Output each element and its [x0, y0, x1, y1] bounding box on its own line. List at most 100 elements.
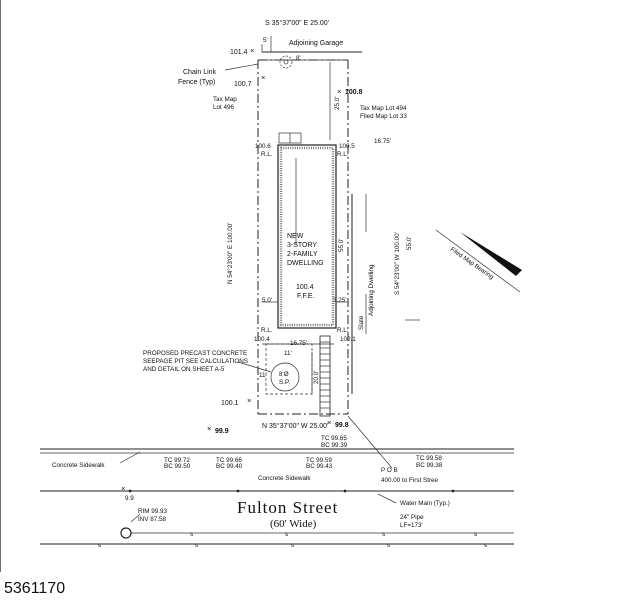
dwelling-line-4: DWELLING	[287, 260, 324, 267]
dim-55-right: 55.0'	[406, 237, 413, 250]
concrete-sidewalk-left: Concrete Sidewalk	[52, 462, 105, 469]
tc-1: TC 99.72	[164, 457, 190, 464]
street-name: Fulton Street	[237, 498, 338, 517]
elev-100-1-left: 100.1	[221, 400, 239, 407]
adjoining-garage-label: Adjoining Garage	[289, 40, 343, 47]
elev-99-8: 99.8	[335, 422, 349, 429]
svg-text:s: s	[474, 531, 477, 538]
pipe-line-1: 24" Pipe	[400, 514, 424, 521]
ffe-value: 100.4	[296, 284, 314, 291]
rear-stairs	[319, 335, 331, 417]
seepage-leader	[237, 361, 272, 373]
pob-distance: 400.00 to First Stree	[381, 477, 439, 484]
tax-map-right-2: Filed Map Lot 33	[360, 113, 407, 120]
spot-mark-icon: ×	[250, 46, 254, 55]
dim-11-b: 11'	[259, 372, 267, 379]
tax-map-left-1: Tax Map	[213, 96, 237, 103]
rl-br: R.L.	[337, 327, 349, 334]
slate-label: Slate	[358, 315, 365, 330]
spot-mark-icon: ×	[121, 484, 125, 493]
dim-5-0: 5.0'	[262, 297, 272, 304]
tree-icon	[279, 55, 293, 69]
dim-16-75-right: 16.75'	[374, 138, 391, 145]
spot-mark-icon: ×	[337, 87, 341, 96]
pit-line-1: 8'Ø	[279, 371, 289, 378]
elev-99-9: 99.9	[215, 428, 229, 435]
tc-4: TC 99.65	[321, 435, 347, 442]
svg-text:s: s	[285, 531, 288, 538]
elev-9-9: 9.9	[125, 495, 134, 502]
seepage-note-1: PROPOSED PRECAST CONCRETE	[143, 350, 247, 357]
dwelling-line-1: NEW	[287, 233, 304, 240]
svg-text:s: s	[190, 531, 193, 538]
tc-3: TC 99.59	[306, 457, 332, 464]
north-arrow-icon	[460, 232, 522, 276]
elev-100-8: 100.8	[345, 89, 363, 96]
dim-11-a: 11'	[284, 350, 292, 357]
bc-5: BC 99.38	[416, 462, 443, 469]
dim-5: 5'	[263, 37, 268, 44]
pob-leader	[347, 415, 393, 469]
bc-2: BC 99.40	[216, 463, 243, 470]
tc-5: TC 99.58	[416, 455, 442, 462]
pipe-line-2: LF=173'	[400, 522, 423, 529]
elev-100-1-right: 100.1	[340, 336, 356, 343]
svg-text:s: s	[291, 542, 294, 549]
tax-map-right-1: Tax Map Lot 494	[360, 105, 407, 112]
tc-2: TC 99.66	[216, 457, 242, 464]
dim-55: 55.0'	[338, 239, 345, 252]
dwelling-line-3: 2-FAMILY	[287, 251, 318, 258]
concrete-sidewalk-mid: Concrete Sidewalk	[258, 475, 311, 482]
fence-leader	[224, 63, 259, 71]
pob-label: P O B	[381, 467, 398, 474]
dim-25: 25.0'	[334, 97, 341, 110]
dim-20: 20.0'	[313, 371, 320, 384]
rl-bl: R.L.	[261, 327, 273, 334]
spot-mark-icon: ×	[261, 73, 265, 82]
bc-4: BC 99.39	[321, 442, 348, 449]
chain-link-2: Fence (Typ)	[178, 79, 215, 86]
svg-text:s: s	[387, 542, 390, 549]
elev-100-7: 100.7	[234, 81, 252, 88]
bearing-bottom: N 35°37'00" W 25.00'	[262, 422, 328, 430]
bearing-right: S 54°23'00" W 100.00'	[393, 232, 401, 295]
dwelling-line-2: 3-STORY	[287, 242, 317, 249]
rl-tl: R.L.	[261, 151, 273, 158]
manhole-icon	[120, 527, 132, 539]
bearing-arrow-line	[435, 229, 521, 293]
water-main-label: Water Main (Typ.)	[400, 500, 450, 507]
adjoining-dwelling-label: Adjoining Dwelling	[368, 264, 375, 316]
street-width: (60' Wide)	[270, 518, 317, 530]
dwelling-wall-hatch	[279, 146, 335, 327]
svg-text:s: s	[484, 542, 487, 549]
elev-100-5: 100.5	[339, 143, 355, 150]
listing-id: 5361170	[4, 580, 66, 597]
pit-line-2: S.P.	[279, 379, 290, 386]
svg-text:s: s	[98, 542, 101, 549]
seepage-pit	[270, 362, 300, 392]
inv-label: INV 87.58	[138, 516, 167, 523]
dwelling-footprint	[277, 144, 337, 329]
svg-text:s: s	[382, 531, 385, 538]
bc-1: BC 99.50	[164, 463, 191, 470]
elev-101-4: 101.4	[230, 49, 248, 56]
spot-mark-icon: ×	[327, 418, 331, 427]
tax-map-left-2: Lot 496	[213, 104, 235, 111]
elev-100-6: 100.6	[255, 143, 271, 150]
chain-link-1: Chain Link	[183, 69, 217, 76]
seepage-note-2: SEEPAGE PIT SEE CALCULATIONS	[143, 358, 248, 365]
bc-3: BC 99.43	[306, 463, 333, 470]
ffe-label: F.F.E.	[297, 293, 315, 300]
spot-mark-icon: ×	[247, 396, 251, 405]
bearing-left: N 54°23'00" E 100.00'	[226, 223, 234, 284]
seepage-note-3: AND DETAIL ON SHEET A-5	[143, 366, 225, 373]
dim-3-25: 3.25'	[333, 297, 346, 304]
rl-tr: R.L.	[337, 151, 349, 158]
svg-text:s: s	[195, 542, 198, 549]
spot-mark-icon: ×	[207, 424, 211, 433]
elev-100-4: 100.4	[254, 336, 270, 343]
bearing-top: S 35°37'00" E 25.00'	[265, 19, 329, 27]
rim-label: RIM 99.93	[138, 508, 168, 515]
dim-16-75-bottom: 16.75'	[290, 340, 307, 347]
